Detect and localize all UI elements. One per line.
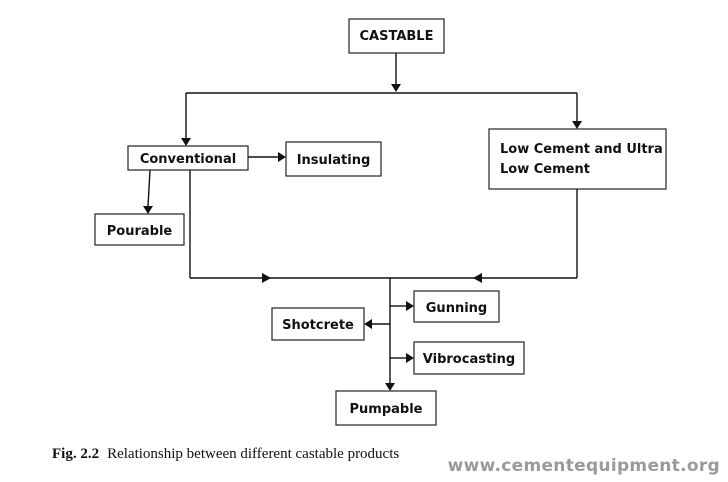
node-castable-label: CASTABLE — [360, 29, 434, 44]
arrowhead-pourable — [143, 206, 153, 214]
node-low-cement-label-line2: Low Cement — [500, 162, 590, 177]
arrowhead-pumpable — [385, 383, 395, 391]
node-pumpable: Pumpable — [335, 390, 437, 426]
node-pourable: Pourable — [94, 213, 185, 246]
node-gunning: Gunning — [413, 290, 500, 323]
node-shotcrete: Shotcrete — [271, 307, 365, 341]
arrowhead-merge-left — [262, 273, 271, 283]
node-pourable-label: Pourable — [107, 224, 173, 239]
node-low-cement-label-line1: Low Cement and Ultra — [500, 142, 663, 157]
figure-caption: Fig. 2.2 Relationship between different c… — [52, 446, 399, 463]
figure-caption-text: Relationship between different castable … — [107, 446, 400, 462]
arrowhead-shotcrete — [364, 319, 372, 329]
arrowhead-vibrocasting — [406, 353, 414, 363]
node-conventional: Conventional — [127, 145, 249, 171]
watermark: www.cementequipment.org — [447, 456, 720, 476]
node-vibrocasting: Vibrocasting — [413, 341, 525, 375]
node-low-cement: Low Cement and Ultra Low Cement — [488, 128, 667, 190]
figure-caption-label: Fig. 2.2 — [52, 446, 100, 462]
connector-to-pourable — [147, 169, 151, 207]
arrowhead-conventional — [181, 138, 191, 146]
arrowhead-castable-down — [391, 84, 401, 92]
castable-relationship-diagram: CASTABLE Conventional Insulating Low Cem… — [94, 18, 667, 426]
node-gunning-label: Gunning — [426, 301, 487, 316]
node-insulating: Insulating — [285, 141, 382, 177]
node-insulating-label: Insulating — [297, 153, 371, 168]
arrowhead-merge-right — [473, 273, 482, 283]
arrowhead-insulating — [278, 152, 286, 162]
arrowhead-low-cement — [572, 121, 582, 129]
arrowhead-gunning — [406, 301, 414, 311]
node-castable: CASTABLE — [348, 18, 445, 54]
node-vibrocasting-label: Vibrocasting — [423, 352, 515, 367]
connector-lines — [143, 53, 582, 391]
node-conventional-label: Conventional — [140, 152, 236, 167]
node-shotcrete-label: Shotcrete — [282, 318, 354, 333]
node-pumpable-label: Pumpable — [350, 402, 423, 417]
